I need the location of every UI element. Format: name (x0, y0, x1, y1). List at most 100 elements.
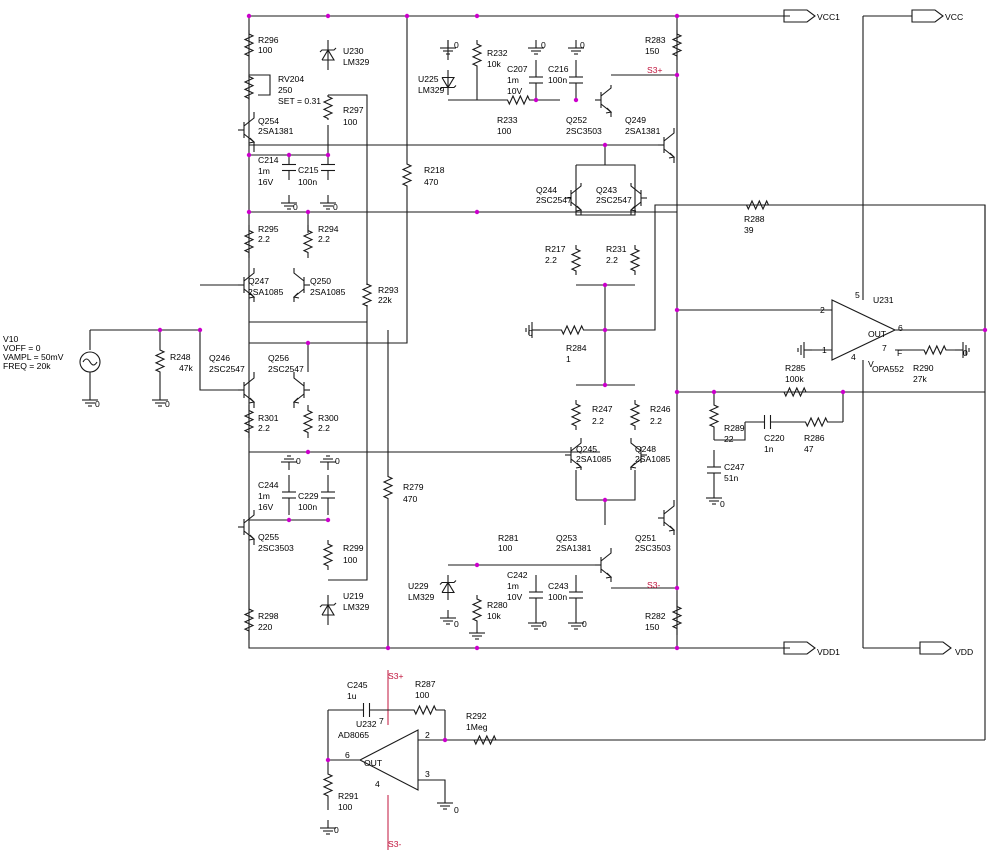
resistor-ref: R294 (318, 224, 339, 234)
junction-dot (305, 449, 311, 455)
ground-label: 0 (335, 456, 340, 466)
transistor-symbol (570, 183, 582, 195)
resistor-symbol (243, 30, 255, 60)
capacitor-value: 51n (724, 473, 739, 483)
resistor-ref: R291 (338, 791, 359, 801)
resistor-ref: R282 (645, 611, 666, 621)
opamp-out: OUT (364, 758, 383, 768)
transistor-symbol (663, 500, 675, 515)
resistor-symbol (382, 470, 394, 505)
wire (249, 74, 271, 96)
transistor-labels: Q254 2SA1381 Q247 2SA1085 Q250 2SA1085 Q… (209, 115, 671, 553)
transistor-ref: Q254 (258, 116, 279, 126)
resistor-ref: R293 (378, 285, 399, 295)
resistor-value: 100 (415, 690, 430, 700)
ground-label: 0 (165, 399, 170, 409)
s3p-label-bottom: S3+ (388, 671, 404, 681)
capacitor-value: 100n (548, 592, 567, 602)
capacitor-ref: C220 (764, 433, 785, 443)
capacitor-ref: C245 (347, 680, 368, 690)
transistor-part: 2SA1381 (258, 126, 294, 136)
zener-ref: U230 (343, 46, 364, 56)
opamp-pin: 6 (898, 323, 903, 333)
junction-dot (602, 327, 608, 333)
ground-label: 0 (963, 348, 968, 358)
resistor-ref: R288 (744, 214, 765, 224)
resistor-ref: R231 (606, 244, 627, 254)
opamp-pin: 1 (822, 345, 827, 355)
resistor-symbol (361, 283, 373, 307)
ground-label: 0 (95, 399, 100, 409)
resistor-value: 100 (498, 543, 513, 553)
transistor-symbol (293, 372, 305, 387)
opamp-triangle (358, 729, 419, 791)
resistor-symbol (322, 760, 334, 810)
junction-dot (573, 97, 579, 103)
resistor-value: 2.2 (606, 255, 618, 265)
opamp-u231-labels: U231 OPA552 OUT 5 2 6 1 4 7 F V (820, 290, 904, 374)
resistor-symbol (708, 392, 720, 440)
junction-dot (325, 517, 331, 523)
capacitor-ref: C229 (298, 491, 319, 501)
capacitor-ref: C216 (548, 64, 569, 74)
ground-label: 0 (541, 40, 546, 50)
resistor-value: 10k (487, 611, 502, 621)
resistor-value: 100 (258, 45, 273, 55)
opamp-pin: 7 (379, 716, 384, 726)
junction-dot (325, 757, 331, 763)
capacitor-ref: C243 (548, 581, 569, 591)
rail-flag (783, 9, 816, 23)
wire (90, 329, 238, 391)
resistor-symbol (401, 160, 413, 190)
sine-wave (82, 358, 98, 366)
transistor-ref: Q256 (268, 353, 289, 363)
zener-symbol (441, 76, 455, 89)
junction-dot (533, 97, 539, 103)
junction-dot (157, 327, 163, 333)
transistor-ref: Q255 (258, 532, 279, 542)
transistor-symbol (293, 268, 305, 282)
wire (328, 305, 368, 581)
vdd1-label: VDD1 (817, 647, 840, 657)
transistor-symbol (630, 183, 642, 195)
resistor-value: 100 (497, 126, 512, 136)
transistor-symbol (292, 397, 300, 404)
transistor-ref: Q245 (576, 444, 597, 454)
capacitor-value: 1u (347, 691, 357, 701)
resistor-ref: R296 (258, 35, 279, 45)
ground-label: 0 (454, 40, 459, 50)
resistor-value: 2.2 (592, 416, 604, 426)
resistor-symbol (570, 400, 582, 430)
junction-dot (404, 13, 410, 19)
junction-dot (286, 517, 292, 523)
transistor-symbol (248, 137, 256, 144)
resistor-symbol (470, 734, 500, 746)
resistor-value: 1Meg (466, 722, 488, 732)
capacitor-ref: C244 (258, 480, 279, 490)
zener-labels: U230 LM329 U225 LM329 U229 LM329 U219 LM… (343, 46, 444, 612)
junction-dot (602, 282, 608, 288)
pot-setting: SET = 0.31 (278, 96, 321, 106)
resistor-value: 10k (487, 59, 502, 69)
rail-flag (783, 641, 816, 655)
wire (605, 204, 986, 331)
opamp-pin: V (868, 359, 874, 369)
transistor-ref: Q251 (635, 533, 656, 543)
transistor-part: 2SA1085 (248, 287, 284, 297)
transistor-part: 2SC3503 (635, 543, 671, 553)
transistor-symbol (243, 510, 255, 524)
junction-dot (840, 389, 846, 395)
resistor-symbol (915, 344, 955, 356)
junction-dot (674, 389, 680, 395)
transistor-part: 2SC2547 (268, 364, 304, 374)
resistor-value: 220 (258, 622, 273, 632)
resistor-ref: R295 (258, 224, 279, 234)
junction-dot (246, 13, 252, 19)
ground-label: 0 (293, 202, 298, 212)
transistor-symbol (600, 85, 612, 97)
resistor-value: 2.2 (258, 234, 270, 244)
wire (418, 710, 446, 741)
junction-dot (602, 382, 608, 388)
transistor-symbol (663, 128, 675, 142)
